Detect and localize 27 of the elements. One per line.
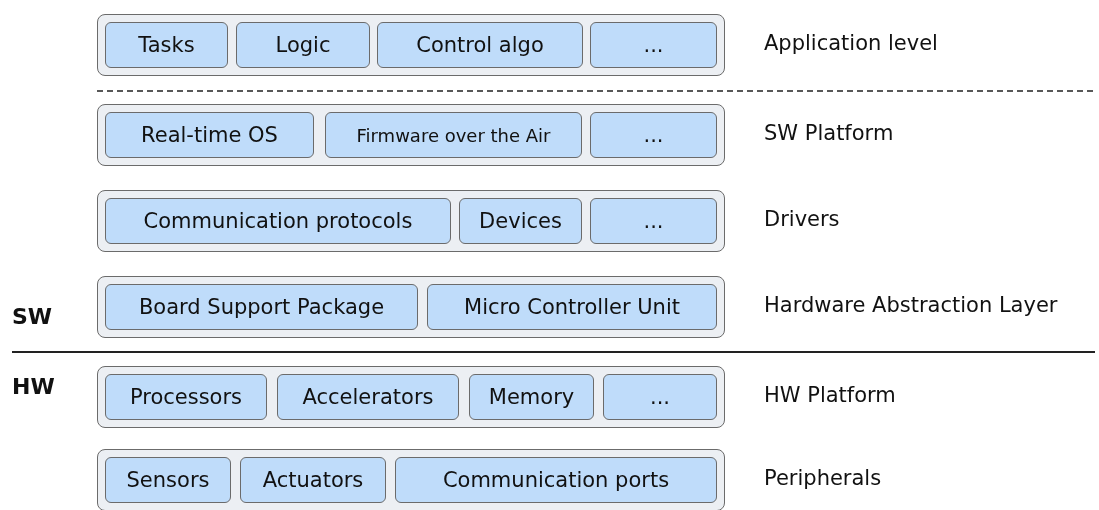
layer-name: Hardware Abstraction Layer — [764, 293, 1058, 317]
component-box: ... — [590, 22, 717, 68]
component-box: Processors — [105, 374, 267, 420]
component-box: Control algo — [377, 22, 583, 68]
component-box: Logic — [236, 22, 370, 68]
layer-name: Peripherals — [764, 466, 882, 490]
component-box: ... — [603, 374, 717, 420]
component-box: ... — [590, 112, 717, 158]
component-box: Communication ports — [395, 457, 717, 503]
component-box: Actuators — [240, 457, 386, 503]
component-box: ... — [590, 198, 717, 244]
layer-name: Drivers — [764, 207, 840, 231]
component-box: Board Support Package — [105, 284, 418, 330]
layer-name: HW Platform — [764, 383, 896, 407]
component-box: Tasks — [105, 22, 228, 68]
component-box: Real-time OS — [105, 112, 314, 158]
component-box: Firmware over the Air — [325, 112, 582, 158]
component-box: Devices — [459, 198, 582, 244]
section-label: SW — [12, 304, 53, 329]
component-box: Accelerators — [277, 374, 459, 420]
component-box: Memory — [469, 374, 594, 420]
layer-name: Application level — [764, 31, 938, 55]
component-box: Micro Controller Unit — [427, 284, 717, 330]
layer-name: SW Platform — [764, 121, 894, 145]
component-box: Communication protocols — [105, 198, 451, 244]
section-label: HW — [12, 374, 55, 399]
component-box: Sensors — [105, 457, 231, 503]
